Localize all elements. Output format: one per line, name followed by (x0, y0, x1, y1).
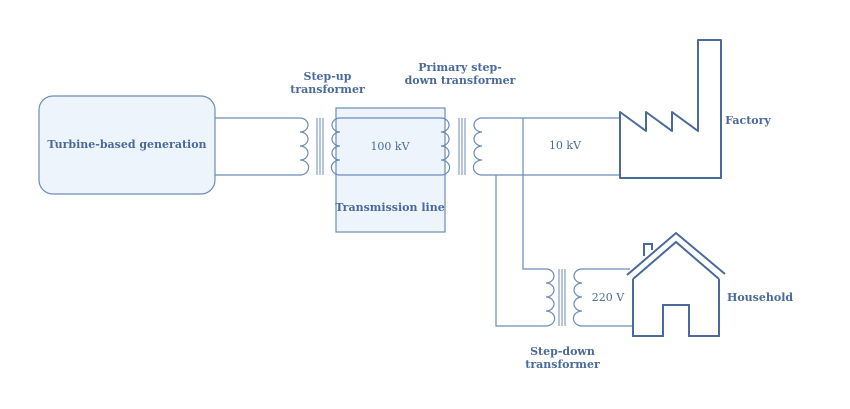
primary-step-down-label: Primary step- down transformer (395, 61, 525, 87)
step-down-core-icon (558, 269, 566, 326)
step-down-label-line2: transformer (525, 358, 600, 371)
step-down-secondary-coil (572, 268, 583, 327)
step-down-label-line1: Step-down (530, 345, 595, 358)
step-up-core-icon (316, 118, 324, 175)
step-up-secondary-coil (330, 117, 341, 176)
step-up-transformer-label: Step-up transformer (280, 70, 375, 96)
step-up-label-line1: Step-up (303, 70, 352, 83)
distribution-voltage-label: 10 kV (548, 139, 582, 152)
house-icon (626, 231, 726, 337)
step-down-primary-coil (545, 268, 556, 327)
step-down-transformer-label: Step-down transformer (515, 345, 610, 371)
household-voltage-label: 220 V (591, 291, 625, 304)
factory-label: Factory (725, 114, 771, 127)
branch-wire-inner (522, 118, 546, 270)
primary-step-down-label-line1: Primary step- (418, 61, 502, 74)
household-label: Household (726, 291, 794, 304)
transmission-line-label: Transmission line (335, 201, 445, 214)
primary-step-down-core-icon (458, 118, 466, 175)
primary-step-down-primary-coil (440, 117, 451, 176)
primary-step-down-label-line2: down transformer (404, 74, 516, 87)
transmission-voltage-label: 100 kV (370, 140, 410, 153)
factory-icon (619, 39, 722, 179)
transmission-line-box (335, 107, 446, 233)
generator-label: Turbine-based generation (47, 138, 207, 151)
step-up-primary-coil (299, 117, 310, 176)
branch-wire-outer (495, 175, 546, 327)
step-up-label-line2: transformer (290, 83, 365, 96)
primary-step-down-secondary-coil (472, 117, 483, 176)
generator-box (38, 95, 216, 195)
